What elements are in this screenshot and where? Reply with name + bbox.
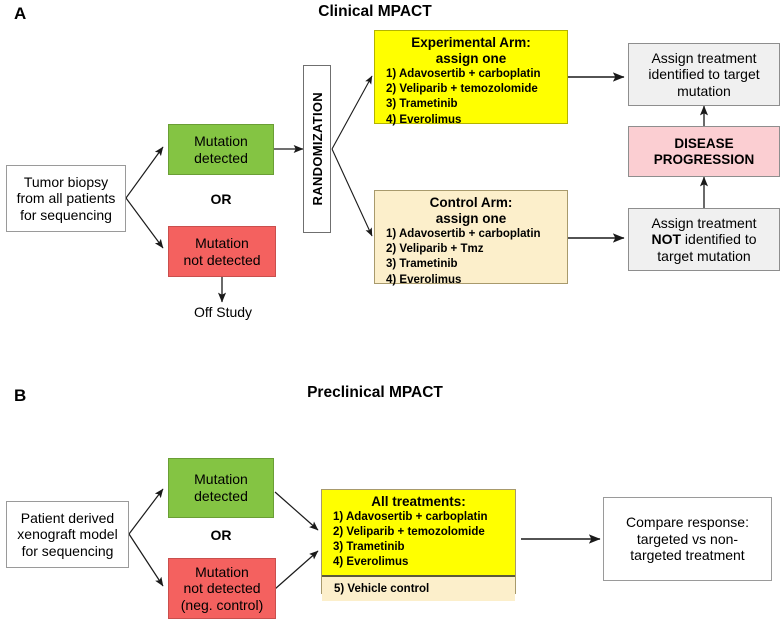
node-mutation-not-detected-a[interactable]: Mutation not detected [168, 226, 276, 277]
mutation-not-detected-a-line-1: Mutation [195, 234, 249, 251]
assign-identified-line-2: identified to target [648, 66, 760, 83]
panel-a-letter: A [14, 4, 27, 23]
node-tumor-biopsy[interactable]: Tumor biopsy from all patients for seque… [6, 165, 126, 232]
assign-not-identified-line-2: NOT identified to [651, 231, 756, 248]
control-arm-treatment-list: 1) Adavosertib + carboplatin 2) Velipari… [375, 227, 567, 287]
arrow-biopsy-to-notdetected [125, 197, 164, 249]
list-item: 2) Veliparib + temozolomide [386, 83, 538, 96]
mutation-detected-b-line-1: Mutation [194, 471, 248, 488]
arrow-randomization-to-experimental [331, 75, 373, 150]
node-experimental-arm[interactable]: Experimental Arm: assign one 1) Adavoser… [374, 30, 568, 127]
compare-line-2: targeted vs non- [636, 530, 739, 547]
or-label-b: OR [210, 527, 232, 543]
node-assign-treatment-not-identified[interactable]: Assign treatment NOT identified to targe… [628, 208, 780, 271]
randomization-label: RANDOMIZATION [309, 92, 325, 206]
node-compare-response[interactable]: Compare response: targeted vs non- targe… [603, 497, 772, 581]
list-item: 1) Adavosertib + carboplatin [386, 228, 541, 241]
or-label-a: OR [210, 191, 232, 207]
list-item: 4) Everolimus [333, 555, 409, 568]
label-off-study: Off Study [193, 304, 253, 320]
mutation-detected-b-line-2: detected [194, 488, 248, 504]
all-treatments-vehicle-control: 5) Vehicle control [322, 576, 515, 601]
assign-not-identified-line-1: Assign treatment [651, 214, 757, 231]
all-treatments-yellow-section: All treatments: 1) Adavosertib + carbopl… [322, 490, 515, 577]
node-assign-treatment-identified[interactable]: Assign treatment identified to target mu… [628, 43, 780, 106]
mutation-detected-a-line-1: Mutation [194, 132, 248, 149]
pdx-line-3: for sequencing [21, 542, 114, 559]
control-arm-title-1: Control Arm: [429, 195, 513, 210]
list-item: 3) Trametinib [386, 258, 458, 271]
node-pdx-model[interactable]: Patient derived xenograft model for sequ… [6, 501, 129, 568]
mutation-not-detected-b-line-1: Mutation [195, 563, 249, 580]
assign-not-identified-mid: identified to [681, 231, 757, 248]
tumor-biopsy-line-2: from all patients [16, 190, 116, 207]
tumor-biopsy-line-3: for sequencing [20, 206, 112, 223]
panel-a-title: Clinical MPACT [318, 3, 432, 20]
node-randomization[interactable]: RANDOMIZATION [303, 65, 331, 233]
node-mutation-not-detected-b[interactable]: Mutation not detected (neg. control) [168, 558, 276, 619]
arrow-notdetected-to-treatments [274, 550, 319, 590]
arrow-biopsy-to-detected [125, 146, 164, 199]
node-mutation-detected-b[interactable]: Mutation detected [168, 458, 274, 518]
arrow-pdx-to-notdetected [128, 533, 164, 587]
list-item: 4) Everolimus [386, 273, 462, 286]
list-item: 4) Everolimus [386, 113, 462, 126]
assign-identified-line-3: mutation [677, 82, 731, 99]
experimental-arm-title-2: assign one [435, 50, 507, 66]
assign-not-identified-bold: NOT [651, 231, 682, 248]
mutation-detected-a-line-2: detected [194, 149, 248, 166]
node-mutation-detected-a[interactable]: Mutation detected [168, 124, 274, 175]
list-item: 1) Adavosertib + carboplatin [333, 510, 488, 523]
experimental-arm-treatment-list: 1) Adavosertib + carboplatin 2) Velipari… [375, 67, 567, 127]
node-all-treatments[interactable]: All treatments: 1) Adavosertib + carbopl… [321, 489, 516, 601]
disease-progression-line-2: PROGRESSION [653, 151, 755, 167]
node-disease-progression[interactable]: DISEASE PROGRESSION [628, 126, 780, 177]
compare-line-1: Compare response: [626, 514, 749, 531]
arrow-pdx-to-detected [128, 488, 164, 535]
control-arm-title-2: assign one [435, 210, 507, 226]
disease-progression-line-1: DISEASE [674, 135, 734, 151]
panel-b-letter: B [14, 386, 27, 405]
mutation-not-detected-a-line-2: not detected [183, 251, 261, 268]
arrow-detected-to-treatments [274, 491, 319, 531]
list-item: 2) Veliparib + temozolomide [333, 525, 485, 538]
assign-not-identified-line-3: target mutation [657, 247, 751, 264]
arrow-randomization-to-control [331, 148, 373, 237]
list-item: 2) Veliparib + Tmz [386, 243, 484, 256]
all-treatments-title: All treatments: [371, 494, 466, 509]
compare-line-3: targeted treatment [630, 547, 745, 564]
pdx-line-1: Patient derived [20, 509, 115, 526]
tumor-biopsy-line-1: Tumor biopsy [23, 173, 109, 190]
mutation-not-detected-b-line-3: (neg. control) [180, 596, 264, 613]
mutation-not-detected-b-line-2: not detected [183, 580, 261, 597]
pdx-line-2: xenograft model [17, 526, 118, 543]
panel-b-title: Preclinical MPACT [307, 384, 443, 401]
list-item: 3) Trametinib [386, 98, 458, 111]
experimental-arm-title-1: Experimental Arm: [411, 35, 531, 50]
list-item: 3) Trametinib [333, 540, 405, 553]
all-treatments-list: 1) Adavosertib + carboplatin 2) Velipari… [322, 510, 515, 570]
assign-identified-line-1: Assign treatment [651, 49, 757, 66]
list-item: 1) Adavosertib + carboplatin [386, 68, 541, 81]
node-control-arm[interactable]: Control Arm: assign one 1) Adavosertib +… [374, 190, 568, 287]
